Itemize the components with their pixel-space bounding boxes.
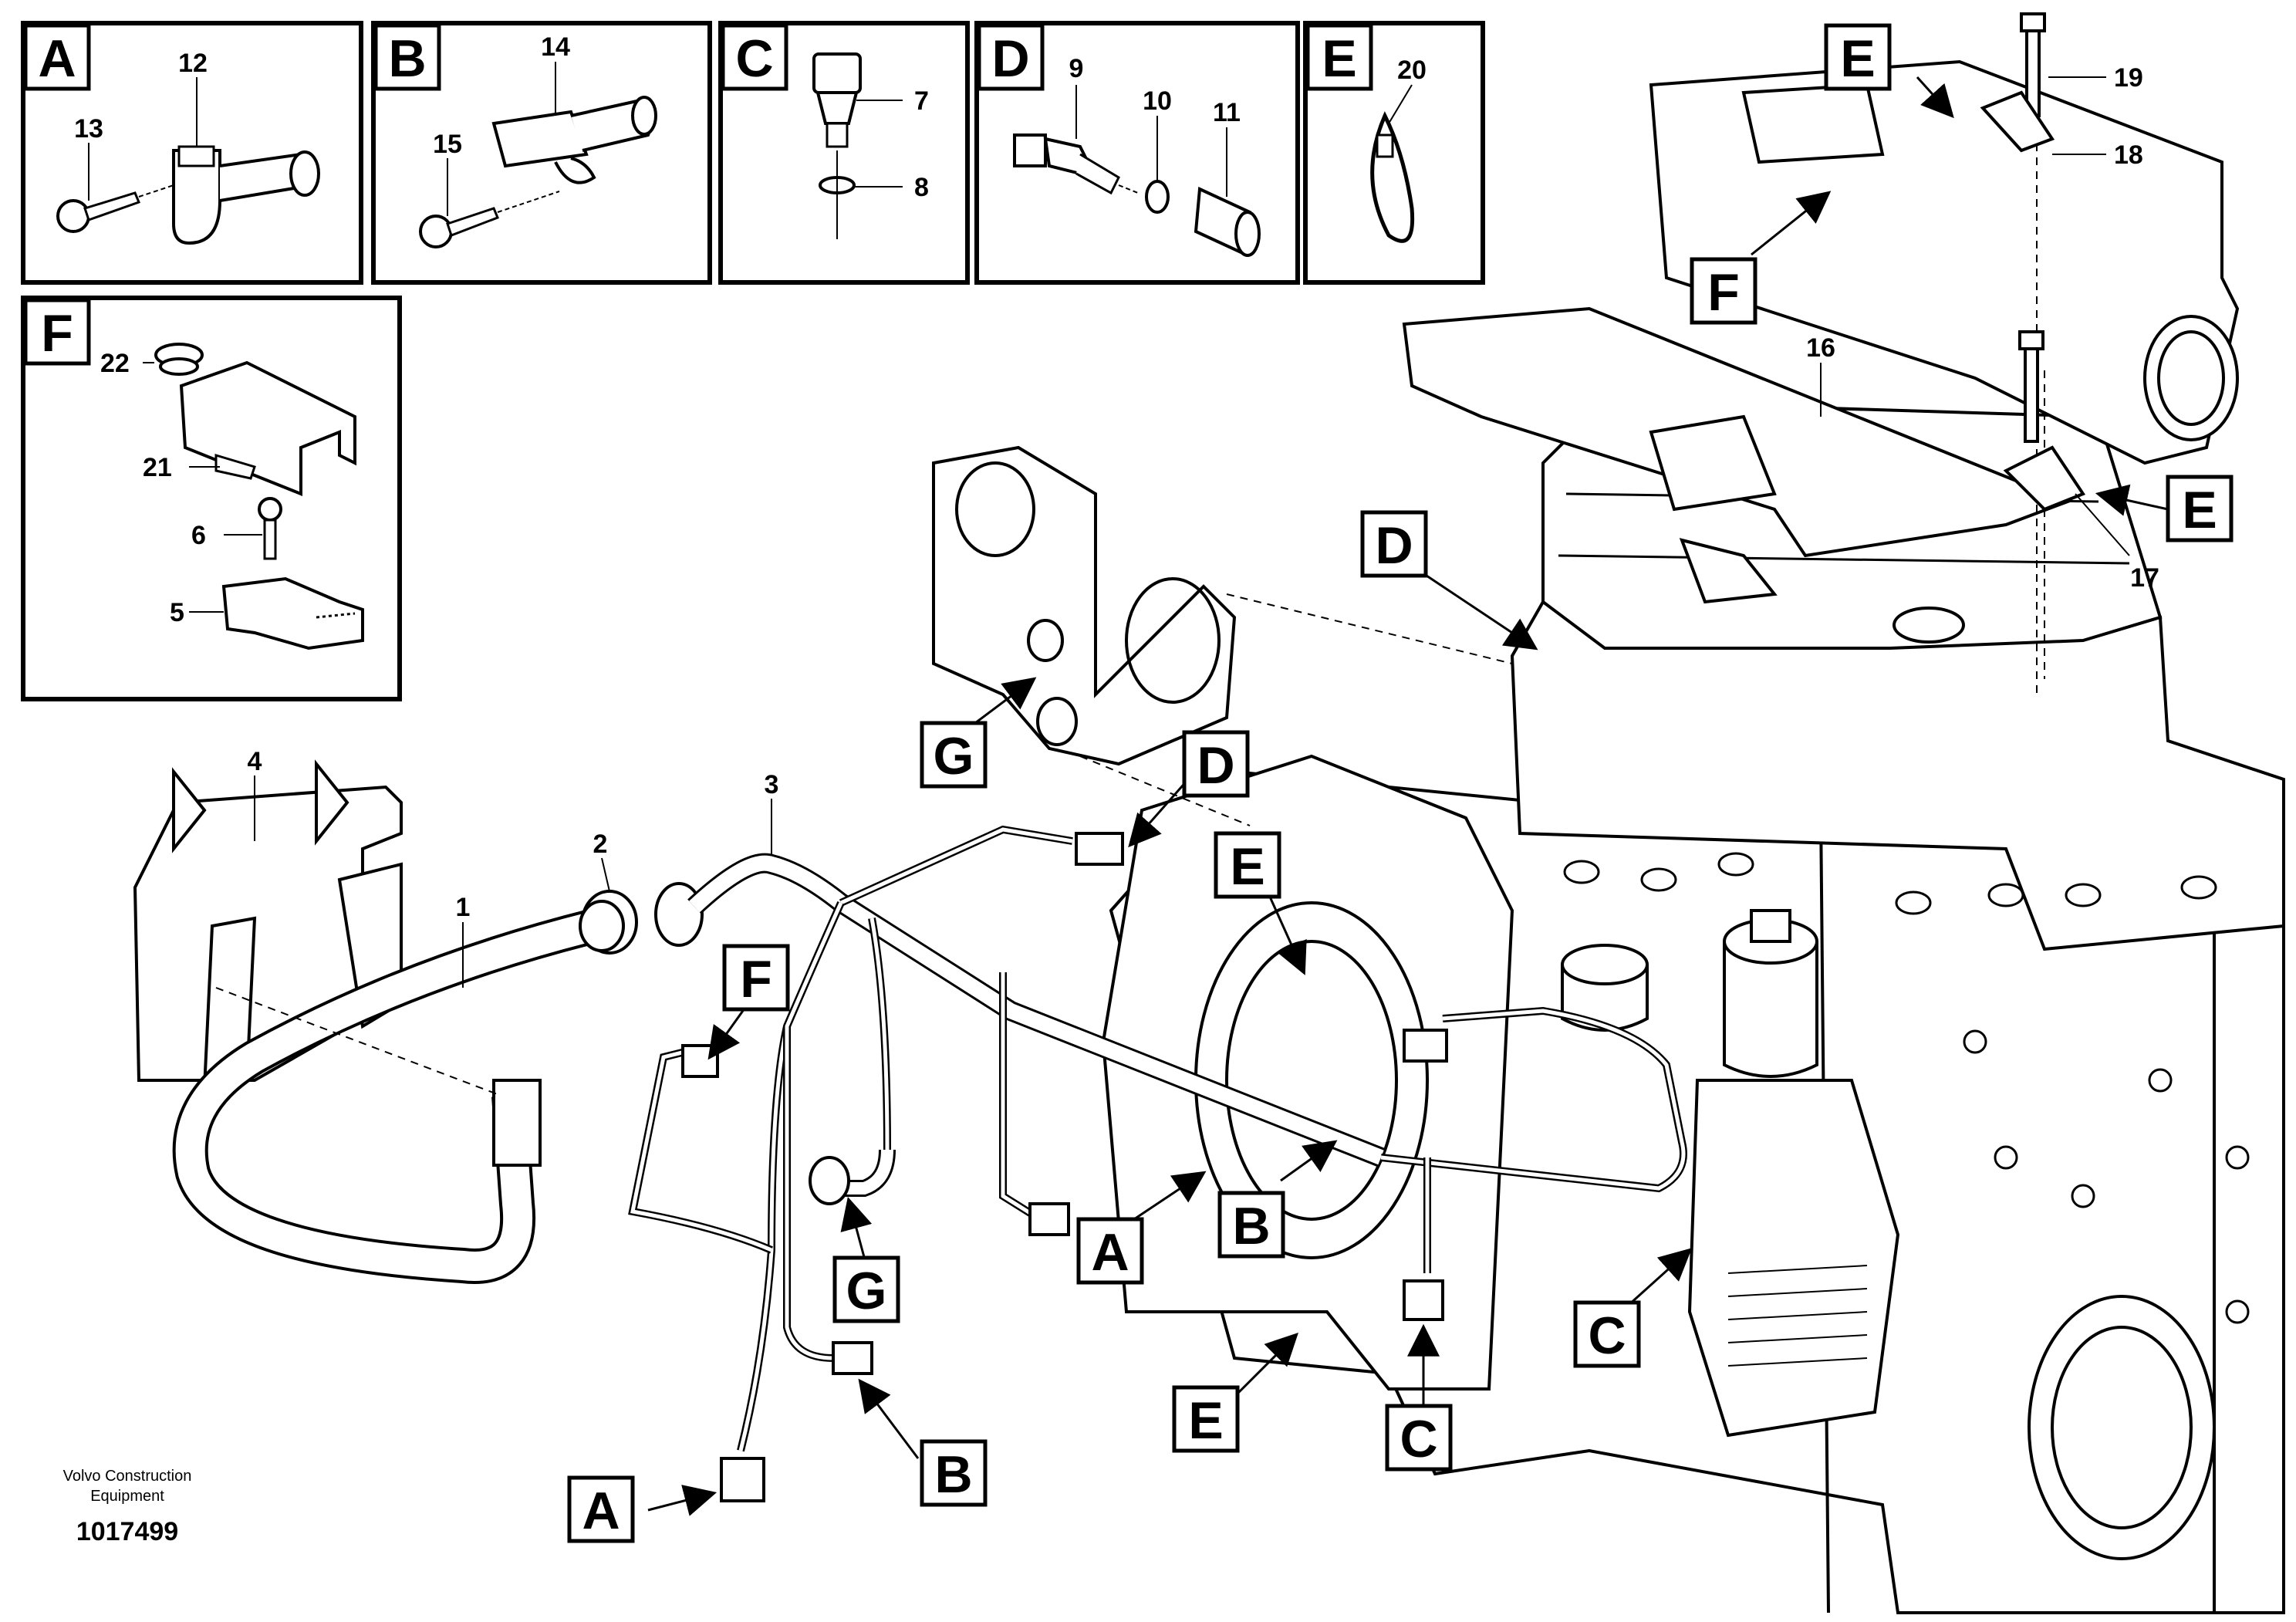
detail-box-f: F 22 21 6 5 bbox=[21, 296, 402, 701]
part-number-1: 1 bbox=[456, 893, 471, 922]
detail-letter-b: B bbox=[388, 29, 426, 88]
callout-letter-b: B bbox=[1232, 1197, 1270, 1255]
part-number-13: 13 bbox=[74, 114, 103, 144]
callout-box-e-right: E bbox=[2166, 475, 2234, 542]
callout-letter-a: A bbox=[1091, 1223, 1129, 1282]
callout-letter-c: C bbox=[1588, 1306, 1626, 1365]
detail-letter-d: D bbox=[991, 29, 1029, 88]
callout-box-c-lower: C bbox=[1385, 1404, 1453, 1472]
detail-box-e: E 20 bbox=[1303, 21, 1485, 285]
callout-box-d-right: D bbox=[1360, 510, 1428, 578]
callout-box-g-upper: G bbox=[920, 721, 988, 789]
crankshaft-sensor-icon bbox=[491, 110, 589, 168]
part-number-8: 8 bbox=[914, 173, 929, 202]
part-number-2: 2 bbox=[593, 830, 608, 859]
illustration-id: 1017499 bbox=[76, 1517, 179, 1546]
part-number-12: 12 bbox=[178, 49, 208, 78]
callout-letter-e: E bbox=[1840, 29, 1875, 88]
callout-letter-f: F bbox=[740, 950, 772, 1009]
callout-box-a-lower: A bbox=[567, 1475, 635, 1543]
part-number-21: 21 bbox=[143, 453, 172, 482]
detail-letter-f: F bbox=[41, 304, 73, 363]
part-number-11: 11 bbox=[1213, 98, 1241, 127]
part-number-10: 10 bbox=[1143, 86, 1172, 116]
callout-box-e-middle: E bbox=[1214, 831, 1281, 899]
clamp-plate-icon bbox=[2003, 445, 2086, 512]
pressure-sensor-icon bbox=[221, 576, 364, 650]
callout-letter-c: C bbox=[1400, 1410, 1437, 1468]
part-number-16: 16 bbox=[1806, 333, 1835, 363]
callout-letter-e: E bbox=[1188, 1391, 1223, 1450]
callout-letter-d: D bbox=[1375, 516, 1413, 575]
dashed-leaders bbox=[215, 116, 2045, 1097]
callout-box-a-middle: A bbox=[1076, 1217, 1144, 1285]
callout-box-b-middle: B bbox=[1217, 1191, 1285, 1259]
part-number-7: 7 bbox=[914, 86, 929, 116]
detail-box-b: B 14 15 bbox=[371, 21, 712, 285]
clamp-plate-icon bbox=[1980, 90, 2055, 153]
part-number-19: 19 bbox=[2114, 63, 2143, 93]
callout-box-f-top: F bbox=[1690, 257, 1757, 325]
callout-letter-g: G bbox=[934, 727, 974, 786]
part-number-3: 3 bbox=[765, 770, 779, 799]
callout-letter-b: B bbox=[934, 1445, 972, 1504]
callout-letter-e: E bbox=[1230, 837, 1264, 896]
callout-letter-g: G bbox=[846, 1262, 887, 1320]
callout-box-e-top: E bbox=[1824, 23, 1892, 91]
cable-tie-icon bbox=[1370, 111, 1415, 243]
detail-letter-a: A bbox=[38, 29, 76, 88]
engine-block-drawing bbox=[133, 59, 2285, 1614]
part-number-9: 9 bbox=[1069, 54, 1084, 83]
callout-box-g-lower: G bbox=[832, 1255, 900, 1323]
callout-box-e-lower: E bbox=[1172, 1385, 1240, 1453]
bolt-icon bbox=[2020, 12, 2046, 32]
part-number-14: 14 bbox=[541, 32, 570, 62]
callout-letter-d: D bbox=[1197, 736, 1234, 795]
camshaft-sensor-icon bbox=[172, 149, 221, 245]
pressure-sensor-icon bbox=[1013, 133, 1047, 167]
bolt-icon bbox=[56, 199, 90, 233]
publisher-footer: Volvo Construction Equipment 1017499 bbox=[31, 1466, 224, 1547]
detail-letter-e: E bbox=[1322, 29, 1356, 88]
manifold-bolts bbox=[1980, 12, 2086, 512]
callout-box-b-lower: B bbox=[920, 1439, 988, 1507]
detail-letter-c: C bbox=[735, 29, 773, 88]
bolt-icon bbox=[2018, 330, 2044, 350]
washer-icon bbox=[1145, 180, 1170, 214]
callout-labels bbox=[647, 76, 2169, 1516]
brand-name-line-2: Equipment bbox=[90, 1488, 164, 1505]
main-part-numbers: 1 2 3 4 16 17 18 19 bbox=[248, 63, 2159, 988]
part-number-4: 4 bbox=[248, 747, 262, 776]
callout-letter-f: F bbox=[1707, 263, 1740, 322]
callout-letter-e: E bbox=[2182, 481, 2217, 539]
detail-box-d: D 9 10 11 bbox=[974, 21, 1300, 285]
part-number-17: 17 bbox=[2130, 563, 2159, 593]
detail-box-c: C 7 8 bbox=[718, 21, 970, 285]
part-number-20: 20 bbox=[1397, 56, 1427, 85]
bracket-icon bbox=[179, 360, 356, 496]
detail-box-a: A 12 13 bbox=[21, 21, 363, 285]
part-number-6: 6 bbox=[191, 521, 206, 550]
callout-box-f-middle: F bbox=[722, 944, 790, 1012]
part-number-22: 22 bbox=[100, 349, 130, 378]
callout-box-d-left: D bbox=[1182, 730, 1250, 798]
part-number-15: 15 bbox=[433, 130, 462, 159]
callout-box-c-right: C bbox=[1573, 1300, 1641, 1368]
brand-name-line-1: Volvo Construction bbox=[62, 1468, 192, 1485]
part-number-5: 5 bbox=[170, 598, 184, 627]
wiring-harness bbox=[172, 825, 1687, 1502]
callout-letter-a: A bbox=[582, 1482, 620, 1540]
part-number-18: 18 bbox=[2114, 140, 2143, 170]
screw-icon bbox=[258, 497, 282, 522]
temperature-sensor-icon bbox=[812, 52, 862, 94]
bolt-icon bbox=[419, 215, 453, 248]
